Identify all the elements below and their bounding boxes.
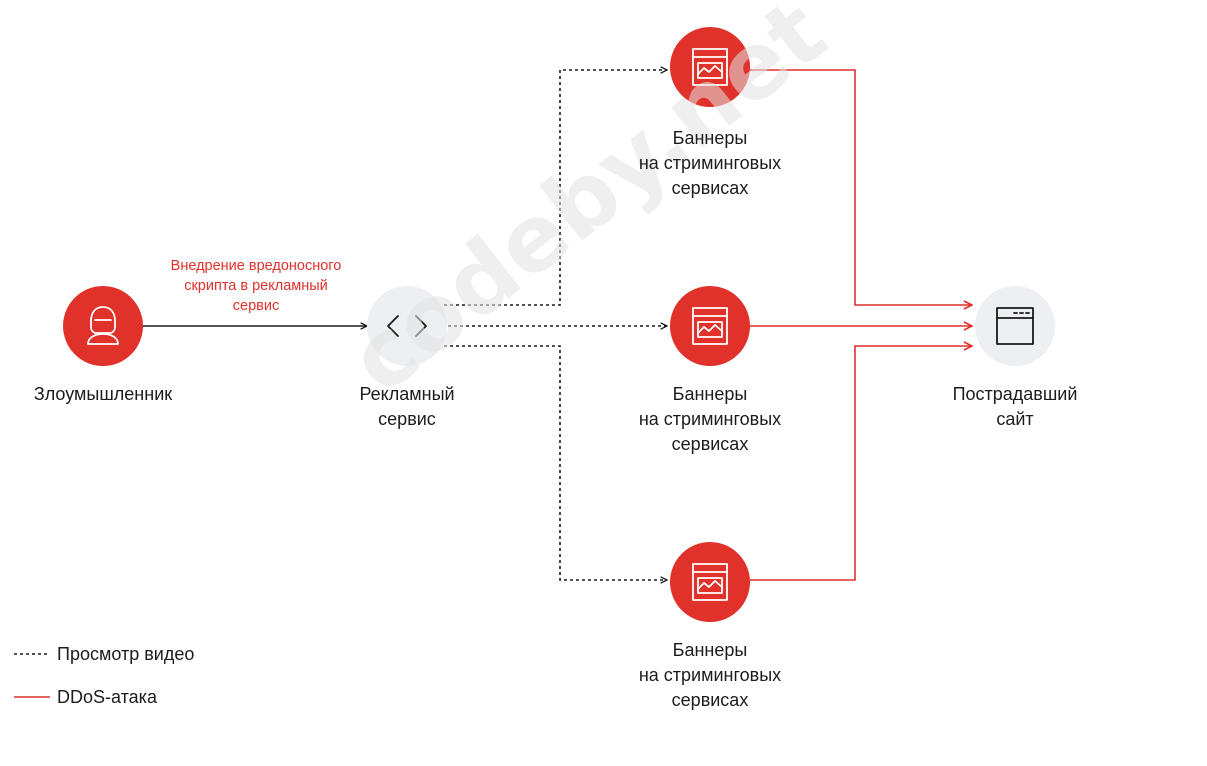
banner-node-middle [670, 286, 750, 366]
hooded-hacker-icon [87, 306, 119, 345]
ddos-edge-top [750, 69, 972, 305]
attacker-label: Злоумышленник [33, 384, 173, 404]
attacker-node [63, 286, 143, 366]
banner-node-bottom [670, 542, 750, 622]
ad-service-label: Рекламный сервис [359, 384, 455, 429]
banner-top-label: Баннеры на стриминговых сервисах [638, 128, 782, 198]
ddos-edge-bottom [750, 346, 972, 581]
view-edge-bottom [444, 345, 667, 580]
ad-service-node [367, 286, 447, 366]
victim-node [975, 286, 1055, 366]
legend-ddos-label: DDoS-атака [57, 687, 157, 707]
banner-chart-icon [692, 307, 728, 345]
code-brackets-icon [387, 315, 427, 337]
banner-chart-icon [692, 563, 728, 601]
victim-label: Пострадавший сайт [952, 384, 1078, 429]
injection-label: Внедрение вредоносного скрипта в рекламн… [170, 258, 342, 314]
browser-window-icon [996, 307, 1034, 345]
banner-middle-label: Баннеры на стриминговых сервисах [638, 384, 782, 454]
view-edge-top [444, 70, 667, 306]
banner-bottom-label: Баннеры на стриминговых сервисах [638, 640, 782, 710]
legend-view-label: Просмотр видео [57, 644, 195, 664]
banner-node-top [670, 27, 750, 107]
banner-chart-icon [692, 48, 728, 86]
